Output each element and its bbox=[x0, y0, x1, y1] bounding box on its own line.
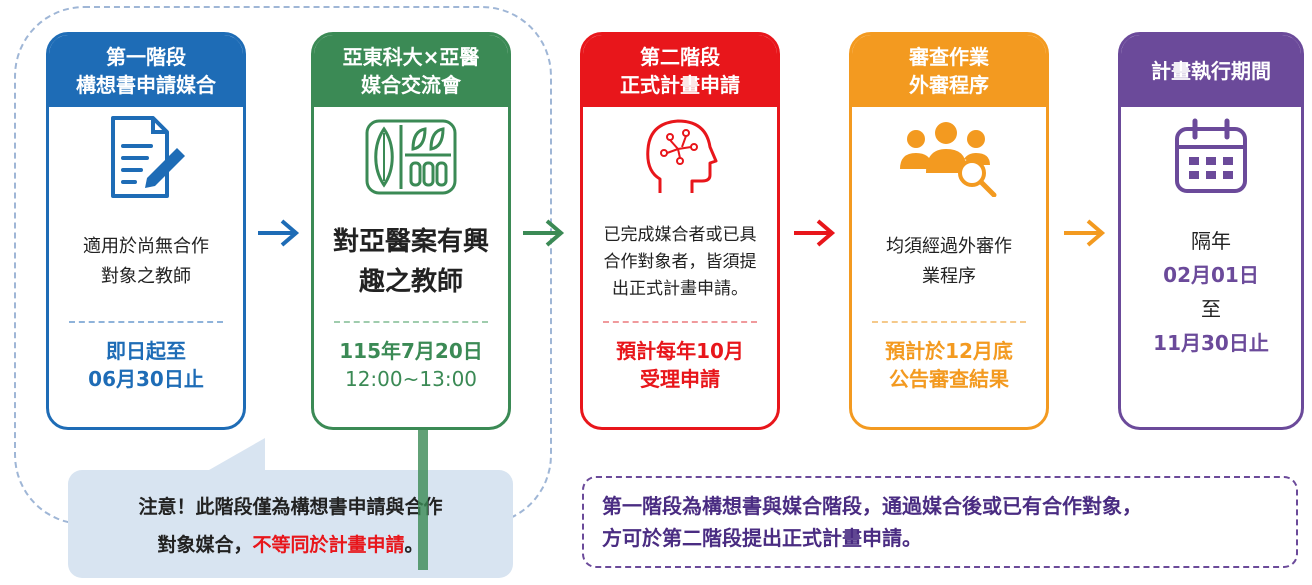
info-box: 第一階段為構想書與媒合階段，通過媒合後或已有合作對象， 方可於第二階段提出正式計… bbox=[582, 476, 1298, 568]
review-time-line2: 公告審查結果 bbox=[889, 367, 1009, 391]
ai-head-icon bbox=[583, 107, 777, 207]
review-timing: 預計於12月底 公告審查結果 bbox=[852, 323, 1046, 393]
info-line2: 方可於第二階段提出正式計畫申請。 bbox=[602, 526, 922, 550]
review-divider bbox=[872, 321, 1026, 323]
stage-one-desc-line2: 對象之教師 bbox=[101, 266, 191, 287]
review-title-line2: 外審程序 bbox=[909, 73, 989, 97]
stage-two-divider bbox=[603, 321, 757, 323]
connector-line bbox=[418, 430, 428, 570]
stage-one-divider bbox=[69, 321, 223, 323]
stage-two-title-line1: 第二階段 bbox=[640, 45, 720, 69]
arrow-right-icon bbox=[258, 219, 300, 247]
execution-description: 隔年 02月01日 至 11月30日止 bbox=[1121, 207, 1301, 377]
stage-two-header: 第二階段 正式計畫申請 bbox=[583, 35, 777, 107]
food-tray-icon bbox=[314, 107, 508, 207]
stage-two-title-line2: 正式計畫申請 bbox=[620, 73, 740, 97]
matching-divider bbox=[334, 321, 488, 323]
review-description: 均須經過外審作 業程序 bbox=[852, 207, 1046, 317]
arrow-right-icon bbox=[1064, 219, 1106, 247]
matching-title-line1: 亞東科大×亞醫 bbox=[342, 45, 480, 69]
stage-one-description: 適用於尚無合作 對象之教師 bbox=[49, 207, 243, 317]
stage-one-card: 第一階段 構想書申請媒合 適用於尚無合作 對象之教師 即日起至 06月30日止 bbox=[46, 32, 246, 430]
review-title-line1: 審查作業 bbox=[909, 45, 989, 69]
stage-two-desc-line3: 出正式計畫申請。 bbox=[612, 278, 748, 299]
execution-to: 至 bbox=[1201, 297, 1221, 321]
stage-two-time-line1: 預計每年10月 bbox=[616, 339, 744, 363]
review-desc-line1: 均須經過外審作 bbox=[886, 236, 1012, 257]
document-edit-icon bbox=[49, 107, 243, 207]
calendar-icon bbox=[1121, 107, 1301, 207]
matching-event-card: 亞東科大×亞醫 媒合交流會 對亞醫案有興 趣之教師 115年7月20日 12:0… bbox=[311, 32, 511, 430]
stage-two-description: 已完成媒合者或已具 合作對象者，皆須提 出正式計畫申請。 bbox=[583, 207, 777, 317]
stage-two-card: 第二階段 正式計畫申請 已完成媒合者或已具 合作對象者，皆須提 出正式計畫申請。… bbox=[580, 32, 780, 430]
matching-desc-line1: 對亞醫案有興 bbox=[332, 227, 489, 257]
stage-two-desc-line1: 已完成媒合者或已具 bbox=[603, 224, 757, 245]
matching-timing: 115年7月20日 12:00~13:00 bbox=[314, 323, 508, 393]
stage-two-timing: 預計每年10月 受理申請 bbox=[583, 323, 777, 393]
matching-time: 12:00~13:00 bbox=[344, 367, 478, 391]
info-line1: 第一階段為構想書與媒合階段，通過媒合後或已有合作對象， bbox=[602, 494, 1142, 518]
matching-title-line2: 媒合交流會 bbox=[361, 73, 461, 97]
note-line1: 注意！此階段僅為構想書申請與合作 bbox=[138, 496, 443, 518]
note-text: 注意！此階段僅為構想書申請與合作 對象媒合，不等同於計畫申請。 bbox=[68, 488, 513, 564]
review-card: 審查作業 外審程序 均須經過外審作 業程序 預計於12月底 公告審查結果 bbox=[849, 32, 1049, 430]
note-line2-warning: 不等同於計畫申請 bbox=[252, 534, 405, 556]
review-time-line1: 預計於12月底 bbox=[885, 339, 1013, 363]
stage-one-title-line1: 第一階段 bbox=[106, 45, 186, 69]
execution-desc-line1: 隔年 bbox=[1191, 229, 1231, 253]
people-search-icon bbox=[852, 107, 1046, 207]
note-line2: 對象媒合，不等同於計畫申請。 bbox=[68, 526, 513, 564]
arrow-right-icon bbox=[523, 219, 565, 247]
note-line2-prefix: 對象媒合， bbox=[157, 534, 253, 556]
execution-start-date: 02月01日 bbox=[1163, 263, 1259, 287]
arrow-right-icon bbox=[794, 219, 836, 247]
note-callout: 注意！此階段僅為構想書申請與合作 對象媒合，不等同於計畫申請。 bbox=[68, 470, 513, 578]
stage-one-header: 第一階段 構想書申請媒合 bbox=[49, 35, 243, 107]
review-desc-line2: 業程序 bbox=[922, 266, 976, 287]
execution-card: 計畫執行期間 隔年 02月01日 至 11月30日止 bbox=[1118, 32, 1304, 430]
execution-title: 計畫執行期間 bbox=[1151, 59, 1271, 83]
matching-event-header: 亞東科大×亞醫 媒合交流會 bbox=[314, 35, 508, 107]
stage-one-title-line2: 構想書申請媒合 bbox=[76, 73, 216, 97]
stage-one-timing: 即日起至 06月30日止 bbox=[49, 323, 243, 393]
stage-one-desc-line1: 適用於尚無合作 bbox=[83, 236, 209, 257]
stage-one-time-line2: 06月30日止 bbox=[88, 367, 204, 391]
matching-date: 115年7月20日 bbox=[339, 339, 483, 363]
execution-header: 計畫執行期間 bbox=[1121, 35, 1301, 107]
review-header: 審查作業 外審程序 bbox=[852, 35, 1046, 107]
stage-one-time-line1: 即日起至 bbox=[106, 339, 186, 363]
execution-end-date: 11月30日止 bbox=[1153, 331, 1269, 355]
stage-two-time-line2: 受理申請 bbox=[640, 367, 720, 391]
matching-desc-line2: 趣之教師 bbox=[358, 267, 463, 297]
stage-two-desc-line2: 合作對象者，皆須提 bbox=[603, 251, 757, 272]
matching-description: 對亞醫案有興 趣之教師 bbox=[314, 207, 508, 317]
